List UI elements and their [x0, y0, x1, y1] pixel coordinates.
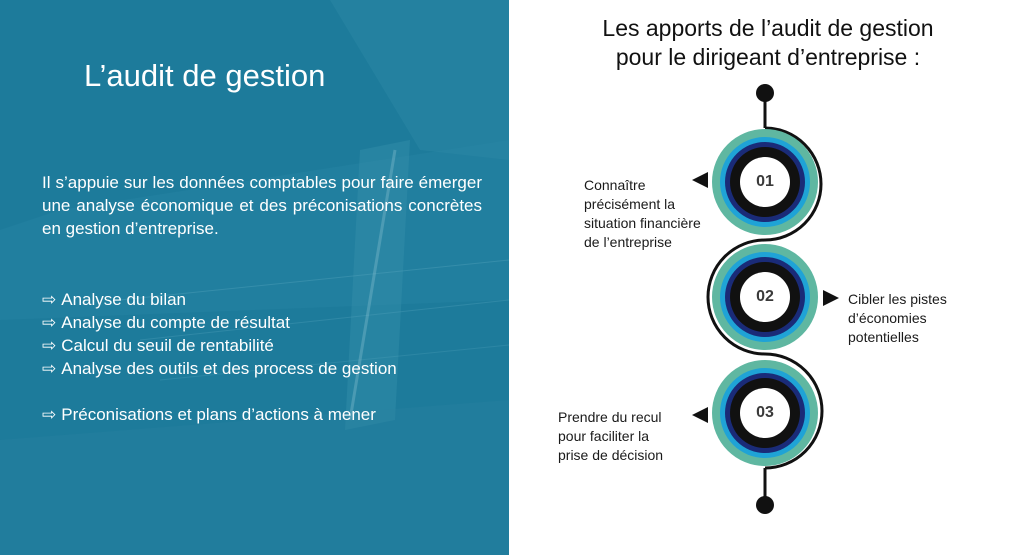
list-item: ⇨Analyse du compte de résultat [42, 313, 290, 332]
step-number-02: 02 [756, 288, 774, 305]
right-title: Les apports de l’audit de gestion pour l… [602, 15, 934, 70]
arrow-right-icon: ⇨ [42, 290, 57, 309]
step-text-03: Prendre du recul pour faciliter la prise… [558, 409, 664, 463]
timeline-start-dot [756, 84, 774, 102]
left-panel: L’audit de gestion Il s’appuie sur les d… [0, 0, 509, 555]
background-desk-photo [0, 0, 509, 555]
arrow-right-icon: ⇨ [42, 405, 57, 424]
step-text-01: Connaître précisément la situation finan… [584, 177, 701, 250]
left-title: L’audit de gestion [84, 58, 326, 93]
arrow-right-icon: ⇨ [42, 313, 57, 332]
step-number-03: 03 [756, 404, 774, 421]
arrow-right-icon: ⇨ [42, 359, 57, 378]
arrow-right-icon: ⇨ [42, 336, 57, 355]
pointer-left-icon [692, 407, 708, 423]
left-intro-paragraph: Il s’appuie sur les données comptables p… [42, 173, 482, 238]
list-item: ⇨Analyse des outils et des process de ge… [42, 359, 397, 378]
list-item: ⇨Calcul du seuil de rentabilité [42, 336, 274, 355]
pointer-right-icon [823, 290, 839, 306]
timeline-end-dot [756, 496, 774, 514]
list-item: ⇨Préconisations et plans d’actions à men… [42, 405, 376, 424]
list-item: ⇨Analyse du bilan [42, 290, 187, 309]
step-number-01: 01 [756, 173, 774, 190]
step-text-02: Cibler les pistes d’économies potentiell… [848, 291, 947, 345]
audit-steps-list: ⇨Analyse du bilan ⇨Analyse du compte de … [42, 288, 397, 426]
